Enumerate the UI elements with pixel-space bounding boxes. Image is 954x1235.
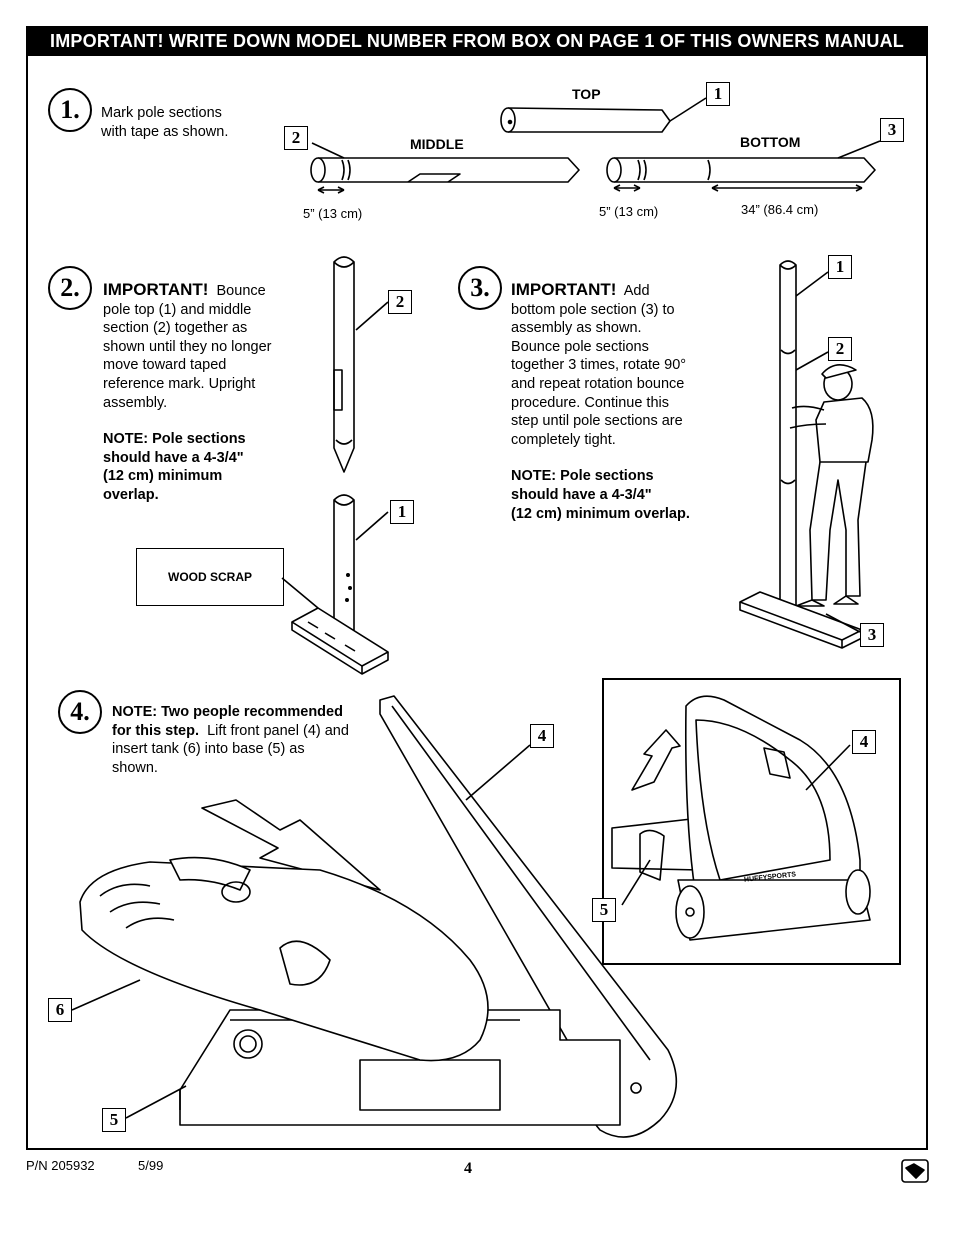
step4-note-line1: NOTE: Two people recommended [112,704,343,720]
callout-step3-middle: 2 [828,337,852,361]
step2-line: assembly. [103,394,168,411]
logo-icon [901,1159,929,1183]
step4-text-line4: shown. [112,759,158,776]
dim-bottom-long: 34” (86.4 cm) [741,202,819,217]
label-top: TOP [572,86,601,102]
header-banner: IMPORTANT! WRITE DOWN MODEL NUMBER FROM … [26,26,928,56]
callout-middle-2: 2 [284,126,308,150]
callout-base-5: 5 [102,1108,126,1132]
step3-line: assembly as shown. [511,320,642,337]
callout-inset-base-5: 5 [592,898,616,922]
revision-date: 5/99 [138,1158,164,1173]
pole-top-illustration [500,107,671,133]
callout-step2-upper: 2 [388,290,412,314]
label-middle: MIDDLE [410,136,464,152]
step3-note: should have a 4-3/4" [511,486,652,503]
callout-step3-bottom: 3 [860,623,884,647]
step1-instructions: Mark pole sections with tape as shown. [101,104,228,141]
step4-text-line3: insert tank (6) into base (5) as [112,741,305,758]
person-illustration [789,364,874,607]
inset-illustration [611,695,871,941]
inset-detail-box [602,678,901,965]
step2-note: (12 cm) minimum [103,468,223,485]
step3-number: 3. [458,266,502,310]
wood-scrap-label: WOOD SCRAP [136,548,284,606]
wood-scrap-board [291,607,389,675]
step2-note: NOTE: Pole sections [103,431,246,448]
step3-line: bottom pole section (3) to [511,301,675,318]
step3-line: and repeat rotation bounce [511,375,685,392]
step1-number: 1. [48,88,92,132]
label-bottom: BOTTOM [740,134,801,150]
step2-line: shown until they no longer [103,338,272,355]
callout-step2-lower: 1 [390,500,414,524]
callout-panel-4: 4 [530,724,554,748]
pole-bottom-illustration [606,157,876,192]
step2-line: Bounce [216,283,266,299]
step1-line1: Mark pole sections [101,105,222,121]
step2-line: pole top (1) and middle [103,301,252,318]
step4-number: 4. [58,690,102,734]
page-number: 4 [464,1160,472,1177]
step4-instructions: NOTE: Two people recommended for this st… [112,703,382,777]
step3-important: IMPORTANT! [511,280,617,299]
step4-text-line2: Lift front panel (4) and [199,722,349,739]
step3-assembled-pole [779,260,797,613]
step3-line: Add [623,283,650,299]
step2-instructions: IMPORTANT! Bounce pole top (1) and middl… [103,280,303,505]
step2-upper-pole [333,256,355,473]
callout-bottom-3: 3 [880,118,904,142]
step2-important: IMPORTANT! [103,280,209,299]
arrow-illustration [201,799,381,891]
step3-line: step until pole sections are [511,413,683,430]
step3-instructions: IMPORTANT! Add bottom pole section (3) t… [511,280,726,523]
step2-line: move toward taped [103,357,227,374]
dim-middle: 5” (13 cm) [303,206,363,221]
callout-top-1: 1 [706,82,730,106]
step2-line: section (2) together as [103,320,248,337]
step2-lower-pole [333,494,355,631]
step2-note: overlap. [103,486,159,503]
part-number: P/N 205932 [26,1158,95,1173]
step2-note: should have a 4-3/4" [103,449,244,466]
pole-middle-illustration [310,157,580,194]
step3-line: Bounce pole sections [511,338,649,355]
callout-step3-top: 1 [828,255,852,279]
step3-note: NOTE: Pole sections [511,468,654,485]
step3-line: together 3 times, rotate 90° [511,357,687,374]
step1-line2: with tape as shown. [101,123,229,140]
step4-note-line2: for this step. [112,722,200,739]
page-frame [26,56,928,1150]
step2-line: reference mark. Upright [103,375,256,392]
tank-illustration [79,856,489,1062]
step3-note: (12 cm) minimum overlap. [511,505,690,522]
callout-tank-6: 6 [48,998,72,1022]
callout-inset-panel-4: 4 [852,730,876,754]
step3-line: procedure. Continue this [511,394,669,411]
step2-number: 2. [48,266,92,310]
step3-line: completely tight. [511,431,616,448]
dim-bottom-short: 5” (13 cm) [599,204,659,219]
